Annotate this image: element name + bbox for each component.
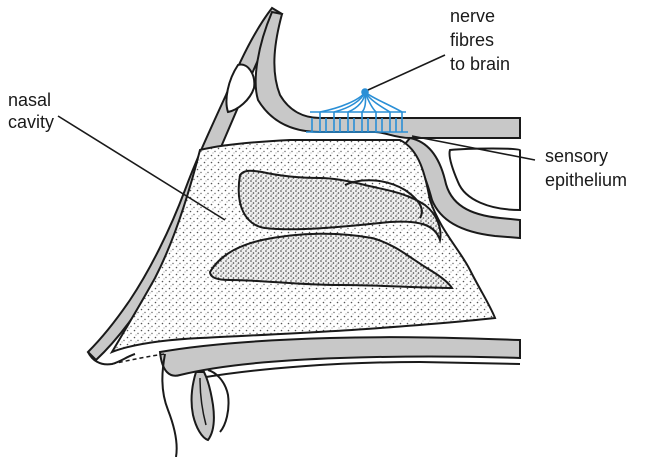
label-sensory-epithelium-line1: sensory bbox=[545, 146, 608, 166]
label-nerve-fibres-line3: to brain bbox=[450, 54, 510, 74]
frontal-sinus bbox=[226, 65, 254, 112]
leader-nerve-fibres bbox=[368, 55, 445, 90]
label-sensory-epithelium: sensory epithelium bbox=[545, 146, 627, 190]
label-nasal-cavity-line2: cavity bbox=[8, 112, 54, 132]
label-nasal-cavity: nasal cavity bbox=[8, 90, 56, 132]
label-sensory-epithelium-line2: epithelium bbox=[545, 170, 627, 190]
label-nerve-fibres-line2: fibres bbox=[450, 30, 494, 50]
label-nerve-fibres-line1: nerve bbox=[450, 6, 495, 26]
hard-palate bbox=[160, 337, 520, 376]
sphenoid-cavity bbox=[449, 149, 520, 211]
label-nasal-cavity-line1: nasal bbox=[8, 90, 51, 110]
label-nerve-fibres: nerve fibres to brain bbox=[450, 6, 510, 74]
nostril-dashed bbox=[112, 354, 165, 364]
